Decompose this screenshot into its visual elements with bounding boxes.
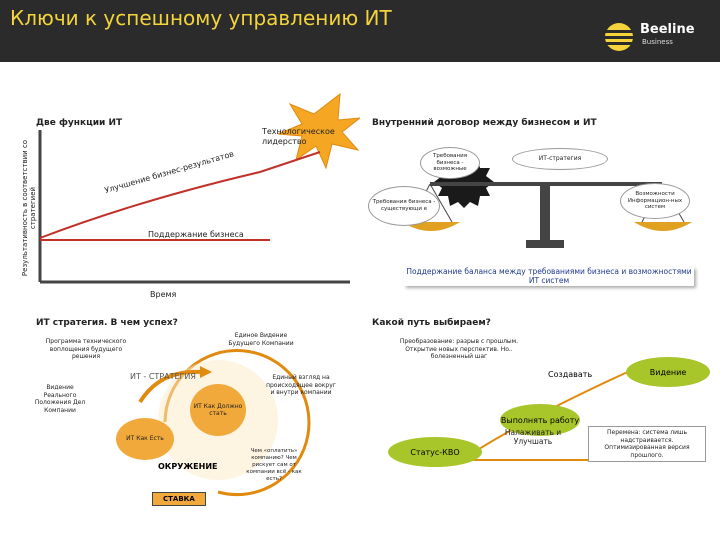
question-text: Чем «оплатить» компанию? Чем рискует сам… (246, 448, 302, 482)
program-text: Программа технического воплощения будуще… (45, 338, 127, 360)
req-possible-bubble: Требования бизнеса - возможные (420, 147, 480, 179)
arrow-head (200, 366, 212, 378)
q1-title: Две функции ИТ (36, 118, 123, 128)
improvement-curve (39, 151, 321, 239)
stake-box: СТАВКА (152, 492, 206, 506)
q4-title: Какой путь выбираем? (372, 318, 491, 328)
scale-base (526, 240, 564, 248)
q2-title: Внутренний договор между бизнесом и ИТ (372, 118, 597, 128)
balance-caption: Поддержание баланса между требованиями б… (404, 267, 694, 286)
adjust-improve-text: Налаживать и Улучшать (504, 428, 562, 447)
transformation-text: Преобразование: разрыв с прошлым. Открыт… (399, 338, 519, 360)
unified-view-text: Единый взгляд на происходящее вокруг и в… (266, 374, 336, 396)
create-label: Создавать (548, 370, 593, 379)
strategy-arc (138, 369, 201, 404)
it-strategy-bubble: ИТ-стратегия (512, 148, 608, 170)
header-bar (0, 0, 720, 62)
it-is-circle: ИТ Как Есть (116, 418, 174, 460)
page-title: Ключи к успешному управлению ИТ (10, 6, 392, 30)
environment-label: ОКРУЖЕНИЕ (158, 462, 218, 471)
unified-vision-text: Единое Видение Будущего Компании (228, 332, 294, 347)
x-axis-label: Время (150, 290, 177, 299)
logo-subtitle: Business (642, 38, 673, 46)
scale-post (540, 182, 550, 244)
vision-model-text: Видение Реального Положения Дел Компании (34, 384, 86, 414)
it-should-circle: ИТ Как Должно стать (190, 384, 246, 436)
req-existing-bubble: Требования бизнеса - существующи е (368, 186, 440, 226)
right-pan (634, 222, 692, 231)
burst-shape (277, 92, 360, 170)
two-functions-chart (38, 92, 360, 284)
y-axis-label: Результативность в соответствии со страт… (21, 139, 37, 277)
strategy-arc-label: ИТ - СТРАТЕГИЯ (130, 372, 196, 381)
reinvent-box: Перемена: система лишь надстраивается. О… (588, 426, 706, 462)
logo-text: Beeline (640, 22, 695, 37)
burst-label: Технологическое лидерство (262, 127, 335, 146)
status-quo-bubble: Статус-КВО (388, 437, 482, 467)
vision-bubble: Видение (626, 357, 710, 387)
q3-title: ИТ стратегия. В чем успех? (36, 318, 178, 328)
it-capabilities-bubble: Возможности Информацион-ных систем (620, 183, 690, 219)
do-work-bubble: Выполнять работу (500, 404, 580, 436)
beeline-logo-icon (605, 23, 633, 51)
maintenance-label: Поддержание бизнеса (148, 230, 244, 239)
